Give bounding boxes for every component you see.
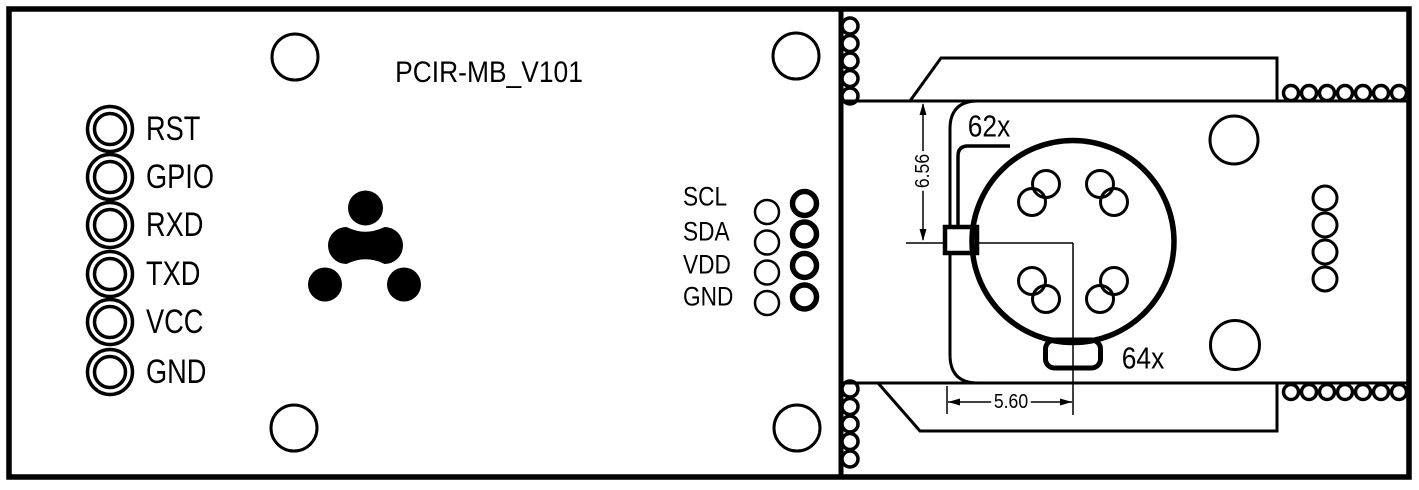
pin-label-rxd: RXD	[146, 206, 204, 244]
castellation-holes-left-bottom-column	[840, 379, 860, 469]
header-pin-pads	[85, 104, 135, 397]
top-connector-outline	[908, 56, 1279, 102]
drawing-frame	[6, 6, 1412, 480]
sensor-can-outline	[969, 137, 1177, 346]
dimension-text-horizontal: 5.60	[991, 392, 1031, 412]
sensor-centerlines	[906, 242, 1074, 415]
pin-label-txd: TXD	[146, 255, 201, 293]
i2c-pads	[789, 188, 820, 312]
module-via-column	[1311, 184, 1339, 293]
pin-label-scl: SCL	[683, 181, 728, 212]
annotation-64x: 64x	[1121, 340, 1165, 376]
castellation-holes-top-row	[1281, 83, 1409, 103]
sensor-hole-pairs	[1017, 169, 1129, 314]
leader-line-62x	[956, 144, 1010, 225]
pin-label-vdd: VDD	[683, 249, 731, 280]
annotation-62x: 62x	[967, 108, 1011, 144]
castellation-holes-bottom-row	[1281, 382, 1409, 402]
board-title: PCIR-MB_V101	[395, 56, 583, 89]
silkscreen-logo	[308, 190, 421, 302]
module-mounting-holes	[1208, 114, 1261, 371]
castellation-holes-left-top-column	[840, 16, 860, 106]
i2c-via-holes	[753, 198, 781, 317]
dimension-text-vertical: 6.56	[912, 151, 934, 191]
pin-label-rst: RST	[146, 110, 201, 148]
pin-label-gpio: GPIO	[146, 158, 215, 196]
pin-label-gnd2: GND	[683, 281, 734, 312]
module-board-outline	[948, 99, 1411, 385]
pin-label-gnd: GND	[146, 353, 207, 391]
pin-label-sda: SDA	[683, 216, 730, 247]
left-board-mounting-holes	[269, 31, 822, 453]
pin-label-vcc: VCC	[146, 303, 204, 341]
bottom-connector-outline	[876, 382, 1279, 433]
